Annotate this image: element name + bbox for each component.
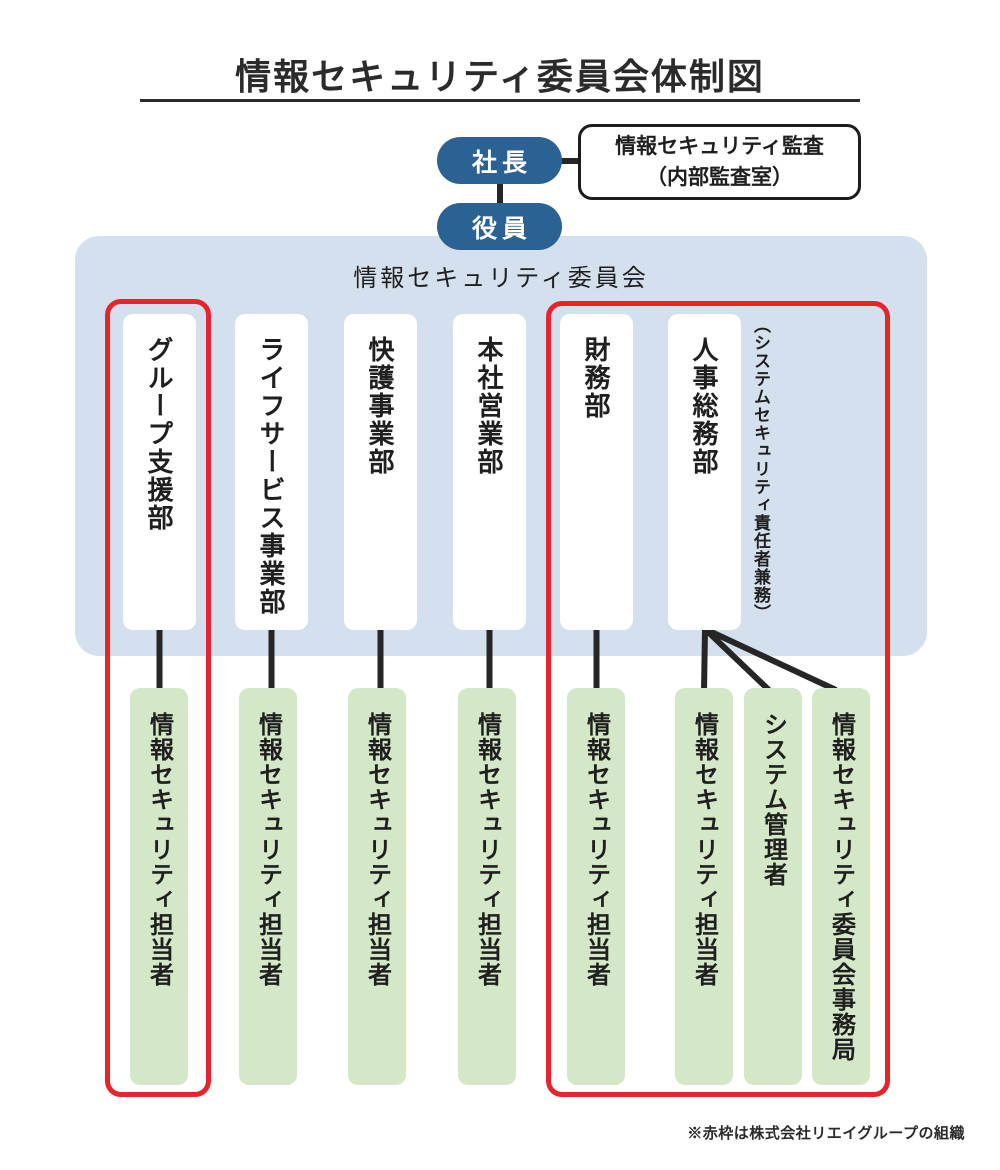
staff-label: 情報セキュリティ担当者	[690, 712, 718, 987]
staff-label: 情報セキュリティ委員会事務局	[827, 712, 855, 1062]
dept-label: 本社営業部	[474, 336, 504, 476]
staff-label: システム管理者	[759, 712, 787, 887]
dept-label: グループ支援部	[144, 336, 174, 532]
staff-label: 情報セキュリティ担当者	[363, 712, 391, 987]
audit-label-line2: （内部監査室）	[646, 166, 793, 189]
staff-label: 情報セキュリティ担当者	[145, 712, 173, 987]
title-underline	[140, 99, 860, 102]
executives-node: 役員	[437, 203, 562, 250]
hr-dept-note: （システムセキュリティ責任者兼務）	[751, 316, 770, 622]
footnote: ※赤枠は株式会社リエイグループの組織	[687, 1125, 965, 1142]
staff-box-security-officer: 情報セキュリティ担当者	[675, 688, 733, 1085]
staff-box-security-officer: 情報セキュリティ担当者	[348, 688, 406, 1085]
president-node: 社長	[437, 137, 562, 184]
committee-title: 情報セキュリティ委員会	[353, 265, 649, 292]
dept-box-group-support: グループ支援部	[123, 314, 196, 630]
staff-label: 情報セキュリティ担当者	[473, 712, 501, 987]
dept-box-life-service: ライフサービス事業部	[235, 314, 308, 630]
dept-label: 快護事業部	[365, 336, 395, 476]
dept-label: 財務部	[581, 336, 611, 420]
audit-box: 情報セキュリティ監査 （内部監査室）	[578, 124, 861, 200]
dept-label: ライフサービス事業部	[256, 336, 286, 616]
dept-box-finance: 財務部	[560, 314, 633, 630]
dept-box-hq-sales: 本社営業部	[453, 314, 526, 630]
dept-box-kaigo-business: 快護事業部	[344, 314, 417, 630]
dept-box-hr-general-affairs: 人事総務部	[668, 314, 741, 630]
president-label: 社長	[471, 148, 532, 177]
staff-label: 情報セキュリティ担当者	[582, 712, 610, 987]
executives-label: 役員	[471, 214, 532, 243]
staff-box-committee-secretariat: 情報セキュリティ委員会事務局	[812, 688, 870, 1085]
page-title: 情報セキュリティ委員会体制図	[235, 56, 765, 97]
staff-box-security-officer: 情報セキュリティ担当者	[130, 688, 188, 1085]
staff-box-security-officer: 情報セキュリティ担当者	[567, 688, 625, 1085]
staff-box-security-officer: 情報セキュリティ担当者	[239, 688, 297, 1085]
staff-box-security-officer: 情報セキュリティ担当者	[458, 688, 516, 1085]
dept-label: 人事総務部	[689, 336, 719, 476]
audit-label-line1: 情報セキュリティ監査	[615, 134, 824, 158]
staff-box-system-admin: システム管理者	[744, 688, 802, 1085]
staff-label: 情報セキュリティ担当者	[254, 712, 282, 987]
